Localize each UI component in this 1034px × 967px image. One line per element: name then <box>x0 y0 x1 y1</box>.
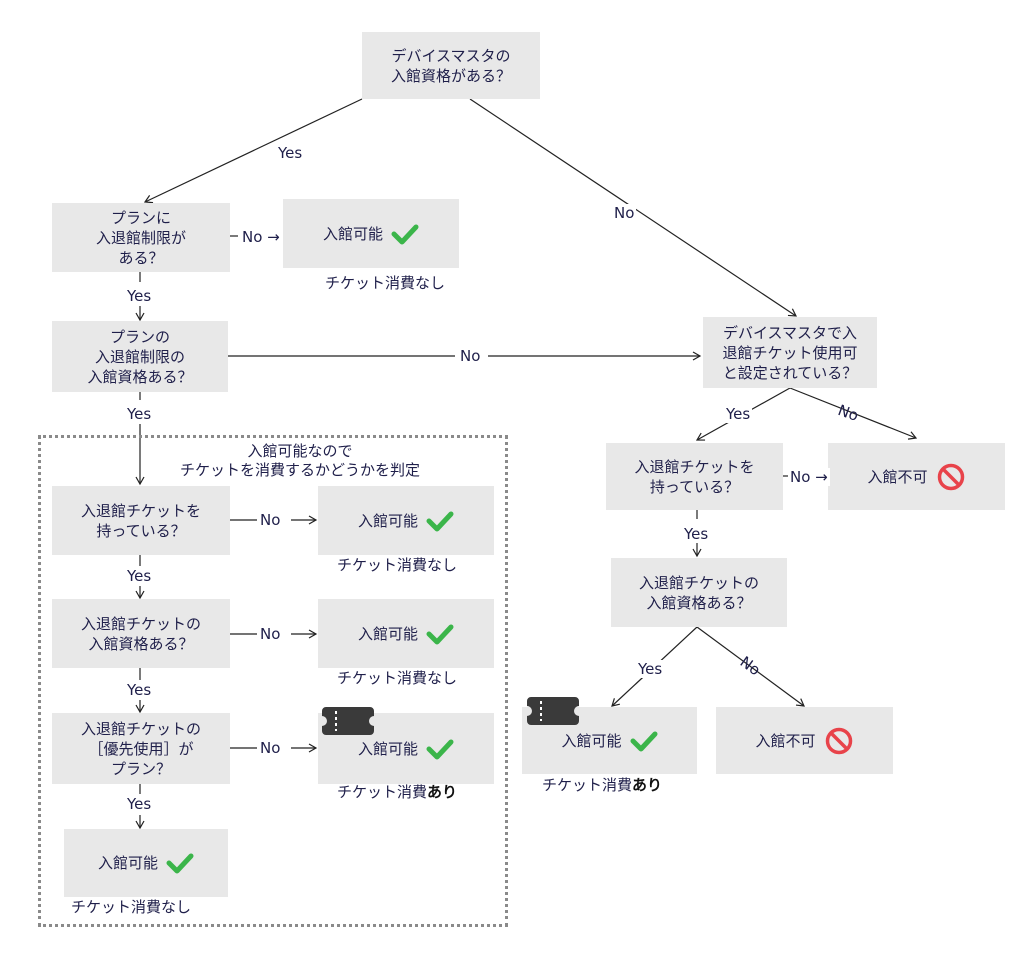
node-text: 入館資格ある？ <box>87 367 193 386</box>
note-consume-bold: あり <box>632 776 663 794</box>
result-denied-right: 入館不可 <box>828 443 1005 510</box>
check-icon <box>391 224 419 244</box>
ticket-icon <box>527 697 579 725</box>
result-allowed-no-ticket: 入館可能 <box>318 486 494 555</box>
result-label: 入館可能 <box>357 739 418 758</box>
node-text: 入退館制限の <box>94 347 185 366</box>
node-text: デバイスマスタの <box>391 46 511 65</box>
question-ticket-qualification: 入退館チケットの 入館資格ある？ <box>52 599 230 668</box>
note-no-consume: チケット消費なし <box>337 556 458 574</box>
node-text: 入退館チケットの <box>638 573 759 592</box>
question-has-ticket-right: 入退館チケットを 持っている？ <box>606 443 783 510</box>
node-text: プランの <box>109 327 170 346</box>
node-text: ［優先使用］が <box>88 739 194 758</box>
node-text: 入館資格がある？ <box>390 66 511 85</box>
ticket-consumption-group <box>38 435 508 927</box>
node-text: 入退館制限が <box>95 228 186 247</box>
check-icon <box>630 731 657 751</box>
group-title: 入館可能なので チケットを消費するかどうかを判定 <box>150 442 450 480</box>
question-ticket-qualification-right: 入退館チケットの 入館資格ある？ <box>611 558 787 627</box>
result-label: 入館可能 <box>561 731 622 750</box>
check-icon <box>166 853 194 874</box>
result-allowed-plan-priority: 入館可能 <box>64 829 228 897</box>
node-text: 入退館チケットを <box>634 457 755 476</box>
edge-label-yes: Yes <box>724 405 753 423</box>
note-consume: チケット消費あり <box>337 783 457 801</box>
node-text: 入退館チケットを <box>80 501 201 520</box>
prohibited-icon <box>825 727 852 754</box>
question-device-ticket-allowed: デバイスマスタで入 退館チケット使用可 と設定されている？ <box>703 317 877 388</box>
edge-label-no: No <box>258 511 283 529</box>
node-text: デバイスマスタで入 <box>722 323 858 342</box>
question-plan-qualification: プランの 入退館制限の 入館資格ある？ <box>52 321 228 392</box>
note-consume: チケット消費あり <box>542 776 662 794</box>
result-label: 入館可能 <box>322 224 383 243</box>
edge-label-yes: Yes <box>276 144 305 162</box>
group-title-line-2: チケットを消費するかどうかを判定 <box>179 461 420 479</box>
check-icon <box>426 624 454 644</box>
edge-label-no: No <box>258 739 283 757</box>
edge-label-no: No <box>458 347 483 365</box>
note-no-consume: チケット消費なし <box>325 274 446 292</box>
question-has-ticket: 入退館チケットを 持っている？ <box>52 486 230 555</box>
note-consume-prefix: チケット消費 <box>337 783 428 801</box>
node-text: プラン？ <box>110 759 171 778</box>
note-consume-bold: あり <box>427 783 458 801</box>
edge-label-yes: Yes <box>125 681 154 699</box>
edge-label-yes: Yes <box>125 567 154 585</box>
question-device-entry: デバイスマスタの 入館資格がある？ <box>362 32 540 99</box>
node-text: 入館資格ある？ <box>646 593 752 612</box>
ticket-icon <box>322 707 374 735</box>
edge-label-yes: Yes <box>125 287 154 305</box>
edge-label-no: No → <box>240 228 282 246</box>
node-text: 入退館チケットの <box>80 614 201 633</box>
note-no-consume: チケット消費なし <box>71 898 192 916</box>
edge-label-yes: Yes <box>125 405 154 423</box>
question-ticket-priority: 入退館チケットの ［優先使用］が プラン？ <box>52 713 230 784</box>
edge-label-no: No <box>258 625 283 643</box>
node-text: ある？ <box>118 248 164 267</box>
result-label: 入館不可 <box>867 467 928 486</box>
edge-label-yes: Yes <box>125 795 154 813</box>
node-text: 退館チケット使用可 <box>722 343 858 362</box>
prohibited-icon <box>937 463 964 490</box>
check-icon <box>426 739 454 759</box>
node-text: 入館資格ある？ <box>88 634 194 653</box>
result-label: 入館可能 <box>357 624 418 643</box>
note-no-consume: チケット消費なし <box>337 669 458 687</box>
node-text: プランに <box>110 208 171 227</box>
result-label: 入館可能 <box>357 511 418 530</box>
edge-label-yes: Yes <box>682 525 711 543</box>
edge-label-yes: Yes <box>636 660 665 678</box>
result-denied-bottom: 入館不可 <box>716 707 893 774</box>
result-allowed-plan: 入館可能 <box>283 199 459 268</box>
group-title-line-1: 入館可能なので <box>247 442 353 460</box>
result-label: 入館不可 <box>755 731 816 750</box>
edge-label-no: No → <box>788 468 830 486</box>
result-label: 入館可能 <box>97 854 158 872</box>
edge-label-no: No <box>612 204 637 222</box>
question-plan-restriction: プランに 入退館制限が ある？ <box>52 203 230 272</box>
node-text: 入退館チケットの <box>80 719 201 738</box>
note-consume-prefix: チケット消費 <box>542 776 633 794</box>
node-text: 持っている？ <box>96 521 186 540</box>
result-allowed-no-qual: 入館可能 <box>318 599 494 668</box>
node-text: と設定されている？ <box>722 363 858 382</box>
node-text: 持っている？ <box>649 477 740 496</box>
check-icon <box>426 511 454 531</box>
